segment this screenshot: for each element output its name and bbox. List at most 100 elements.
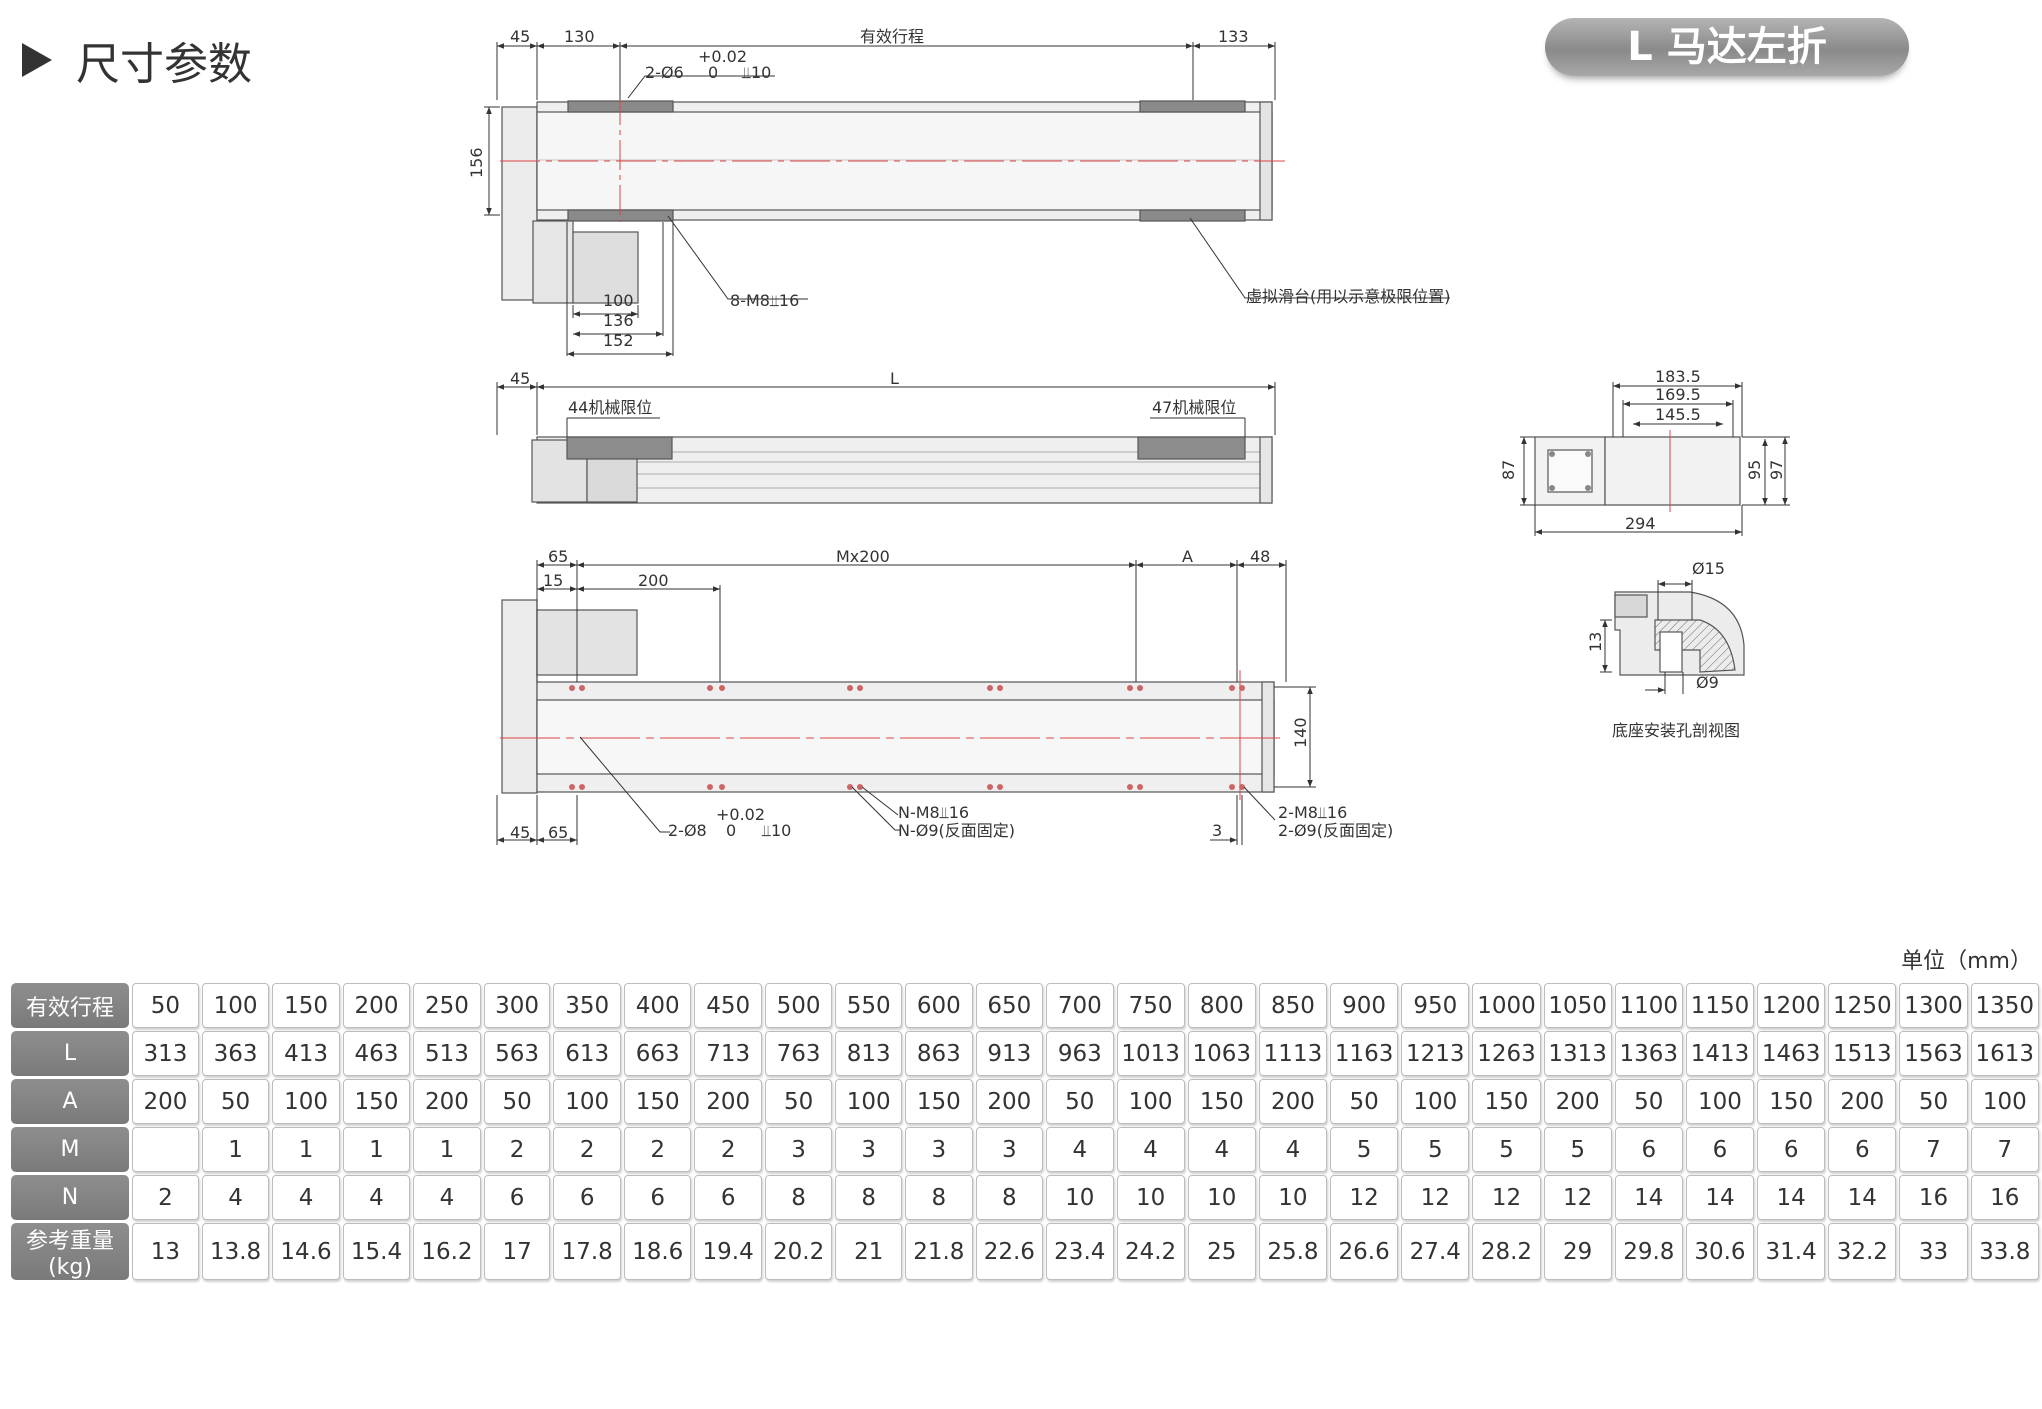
dim-end-169: 169.5 (1655, 385, 1701, 404)
row-label: N (11, 1175, 130, 1220)
table-cell: 50 (201, 1079, 270, 1124)
table-cell: 813 (835, 1031, 903, 1076)
table-cell: 1313 (1543, 1031, 1612, 1076)
table-cell: 1013 (1116, 1031, 1185, 1076)
section-view (1614, 591, 1745, 676)
table-cell: 50 (483, 1079, 551, 1124)
row-label: 参考重量(kg) (11, 1223, 130, 1280)
section-title: 尺寸参数 (76, 39, 252, 90)
end-view-labels: 183.5 169.5 145.5 87 95 97 294 (1499, 367, 1786, 533)
bottom-view-labels: 65 15 200 Mx200 A 48 140 45 65 3 +0.02 2… (510, 547, 1393, 842)
table-cell: 1613 (1970, 1031, 2039, 1076)
table-cell: 26.6 (1330, 1223, 1399, 1280)
dim-section-d9: Ø9 (1696, 673, 1719, 692)
carriage-bottom-right (1139, 209, 1246, 222)
table-cell: 50 (1614, 1079, 1683, 1124)
table-cell: 650 (975, 983, 1044, 1028)
end-view-dims (1520, 382, 1790, 536)
dim-bottom-140: 140 (1291, 717, 1310, 748)
table-cell: 50 (764, 1079, 833, 1124)
table-cell: 150 (1472, 1079, 1541, 1124)
table-cell: 963 (1046, 1031, 1114, 1076)
table-cell: 350 (553, 983, 621, 1028)
table-cell: 1150 (1685, 983, 1755, 1028)
table-cell: 150 (272, 983, 340, 1028)
table-cell: 100 (835, 1079, 903, 1124)
table-cell: 950 (1401, 983, 1470, 1028)
table-cell: 29.8 (1614, 1223, 1683, 1280)
table-cell: 4 (1046, 1127, 1114, 1172)
table-cell: 6 (553, 1175, 621, 1220)
table-cell: 150 (905, 1079, 973, 1124)
callout-pin-holes-top: 2-Ø6 (645, 63, 684, 82)
table-cell: 21 (835, 1223, 903, 1280)
table-cell: 29 (1543, 1223, 1612, 1280)
table-cell: 400 (623, 983, 692, 1028)
bottom-view (500, 599, 1285, 800)
row-label: 有效行程 (11, 983, 130, 1028)
table-cell: 750 (1116, 983, 1185, 1028)
table-cell: 50 (1899, 1079, 1968, 1124)
table-cell: 1350 (1970, 983, 2039, 1028)
dim-top-45: 45 (510, 27, 530, 46)
table-cell: 4 (413, 1175, 481, 1220)
table-cell: 21.8 (905, 1223, 973, 1280)
table-cell: 1113 (1258, 1031, 1328, 1076)
callout-pin-holes-bottom: 2-Ø8 (668, 821, 707, 840)
table-cell: 4 (1187, 1127, 1256, 1172)
callout-tol-zero-top: 0 (708, 63, 718, 82)
dim-bottom-mx200: Mx200 (836, 547, 890, 566)
table-cell: 1163 (1330, 1031, 1399, 1076)
table-cell: 1200 (1757, 983, 1826, 1028)
table-cell: 14 (1685, 1175, 1755, 1220)
table-cell: 14 (1757, 1175, 1826, 1220)
table-cell: 850 (1258, 983, 1328, 1028)
table-cell: 22.6 (975, 1223, 1044, 1280)
table-cell: 2 (694, 1127, 762, 1172)
table-cell: 13 (132, 1223, 199, 1280)
table-cell: 12 (1472, 1175, 1541, 1220)
dim-end-87: 87 (1499, 460, 1518, 480)
table-cell: 800 (1187, 983, 1256, 1028)
table-cell: 763 (764, 1031, 833, 1076)
side-view-labels: 45 L 44机械限位 47机械限位 (510, 369, 1236, 417)
dim-bottom-200: 200 (638, 571, 669, 590)
table-cell: 200 (694, 1079, 762, 1124)
dim-end-294: 294 (1625, 514, 1656, 533)
table-cell: 363 (201, 1031, 270, 1076)
table-cell: 250 (413, 983, 481, 1028)
dim-top-152: 152 (603, 331, 634, 350)
table-cell: 463 (342, 1031, 411, 1076)
dim-top-130: 130 (564, 27, 595, 46)
dim-end-145: 145.5 (1655, 405, 1701, 424)
table-cell: 200 (413, 1079, 481, 1124)
table-cell: 23.4 (1046, 1223, 1114, 1280)
table-cell: 13.8 (201, 1223, 270, 1280)
table-cell: 1 (201, 1127, 270, 1172)
dim-side-L: L (890, 369, 899, 388)
table-cell: 450 (694, 983, 762, 1028)
table-cell: 1563 (1899, 1031, 1968, 1076)
table-cell: 4 (1116, 1127, 1185, 1172)
variant-badge: L 马达左折 (1545, 18, 1909, 76)
table-cell: 6 (694, 1175, 762, 1220)
table-cell: 27.4 (1401, 1223, 1470, 1280)
table-cell: 1263 (1472, 1031, 1541, 1076)
side-view (531, 436, 1273, 504)
table-cell: 12 (1330, 1175, 1399, 1220)
motor-flange (501, 106, 538, 301)
table-cell: 5 (1543, 1127, 1612, 1172)
callout-virtual-slide: 虚拟滑台(用以示意极限位置) (1246, 287, 1451, 306)
table-cell: 2 (483, 1127, 551, 1172)
table-cell: 100 (1685, 1079, 1755, 1124)
end-view (1534, 430, 1741, 512)
table-cell: 100 (201, 983, 270, 1028)
table-cell: 1 (413, 1127, 481, 1172)
callout-pin-depth-top: ⫫10 (742, 63, 771, 82)
side-carriage-left (566, 436, 673, 460)
table-cell: 200 (1258, 1079, 1328, 1124)
